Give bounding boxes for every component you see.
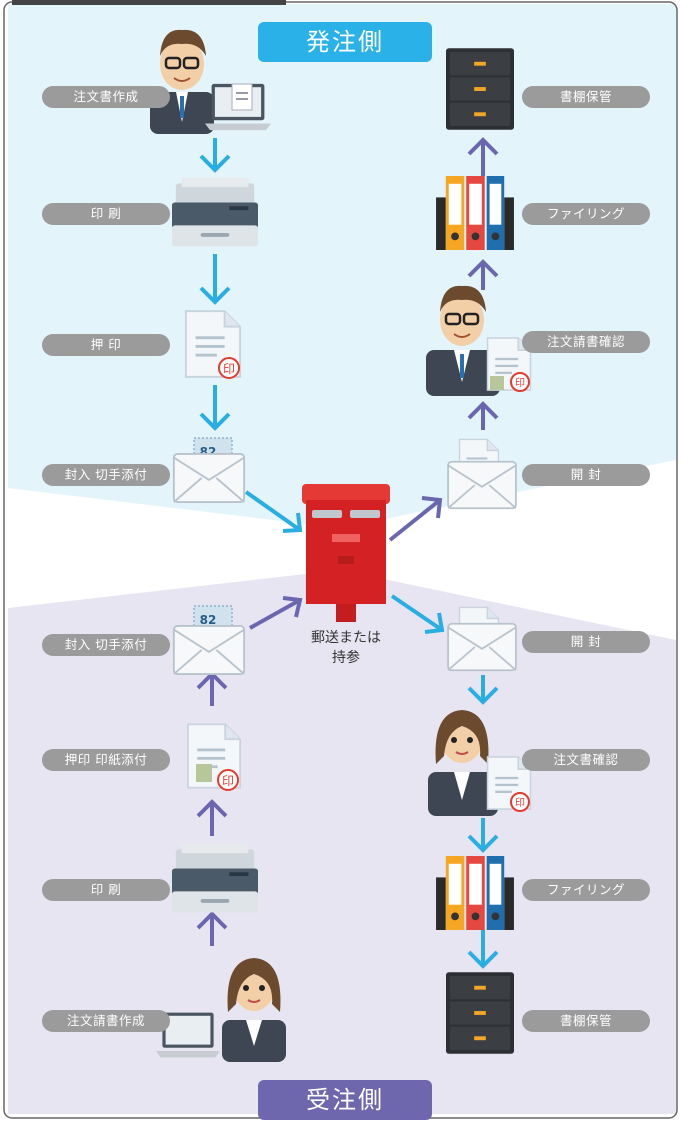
arrow-postbox-to-orderer bbox=[388, 498, 442, 542]
seal-char: 印 bbox=[223, 362, 235, 376]
postbox-label-line1: 郵送または bbox=[311, 630, 381, 646]
step-label-create-order: 注文書作成 bbox=[42, 86, 170, 108]
businesswoman-icon bbox=[428, 710, 498, 816]
document-seal-icon: 印 bbox=[186, 723, 242, 791]
envelope-stamp-icon: 82 bbox=[172, 437, 246, 503]
cabinet-icon bbox=[446, 48, 514, 130]
envelope-stamp-icon: 82 bbox=[172, 605, 246, 675]
businesswoman-icon bbox=[222, 958, 286, 1062]
step-label-seal: 押 印 bbox=[42, 334, 170, 356]
step-label-storage: 書棚保管 bbox=[522, 86, 650, 108]
step-label-open: 開 封 bbox=[522, 631, 650, 653]
postbox-label-line2: 持参 bbox=[332, 649, 360, 666]
step-label-print: 印 刷 bbox=[42, 879, 170, 901]
order-side-banner: 発注側 bbox=[258, 22, 432, 62]
step-label-enclose: 封入 切手添付 bbox=[42, 464, 170, 486]
step-label-create-acceptance: 注文請書作成 bbox=[42, 1010, 170, 1032]
arrow-receiver-to-postbox bbox=[249, 598, 301, 630]
step-label-storage: 書棚保管 bbox=[522, 1010, 650, 1032]
receive-side-banner: 受注側 bbox=[258, 1080, 432, 1120]
step-label-open: 開 封 bbox=[522, 464, 650, 486]
svg-text:印: 印 bbox=[515, 797, 525, 809]
arrow-postbox-to-receiver bbox=[390, 594, 444, 632]
binders-icon bbox=[436, 856, 514, 930]
businessman-icon bbox=[426, 285, 500, 396]
postbox-icon bbox=[302, 484, 390, 622]
svg-text:82: 82 bbox=[200, 613, 217, 627]
svg-text:印: 印 bbox=[515, 377, 525, 389]
printer-icon bbox=[172, 177, 258, 247]
document-icon bbox=[231, 83, 253, 111]
step-label-confirm-acceptance: 注文請書確認 bbox=[522, 331, 650, 353]
printer-icon bbox=[172, 843, 258, 913]
step-label-filing: ファイリング bbox=[522, 203, 650, 225]
step-label-filing: ファイリング bbox=[522, 879, 650, 901]
svg-text:印: 印 bbox=[222, 774, 234, 788]
step-label-seal-revenue-stamp: 押印 印紙添付 bbox=[42, 749, 170, 771]
step-label-enclose: 封入 切手添付 bbox=[42, 634, 170, 656]
binders-icon bbox=[436, 176, 514, 250]
cabinet-icon bbox=[446, 972, 514, 1054]
document-seal-icon: 印 bbox=[486, 756, 532, 812]
order-side-panel bbox=[8, 4, 676, 528]
step-label-print: 印 刷 bbox=[42, 203, 170, 225]
document-seal-icon: 印 bbox=[184, 310, 242, 379]
arrow-to-postbox bbox=[244, 490, 302, 532]
step-label-confirm-order: 注文書確認 bbox=[522, 749, 650, 771]
document-seal-icon: 印 bbox=[486, 337, 532, 392]
